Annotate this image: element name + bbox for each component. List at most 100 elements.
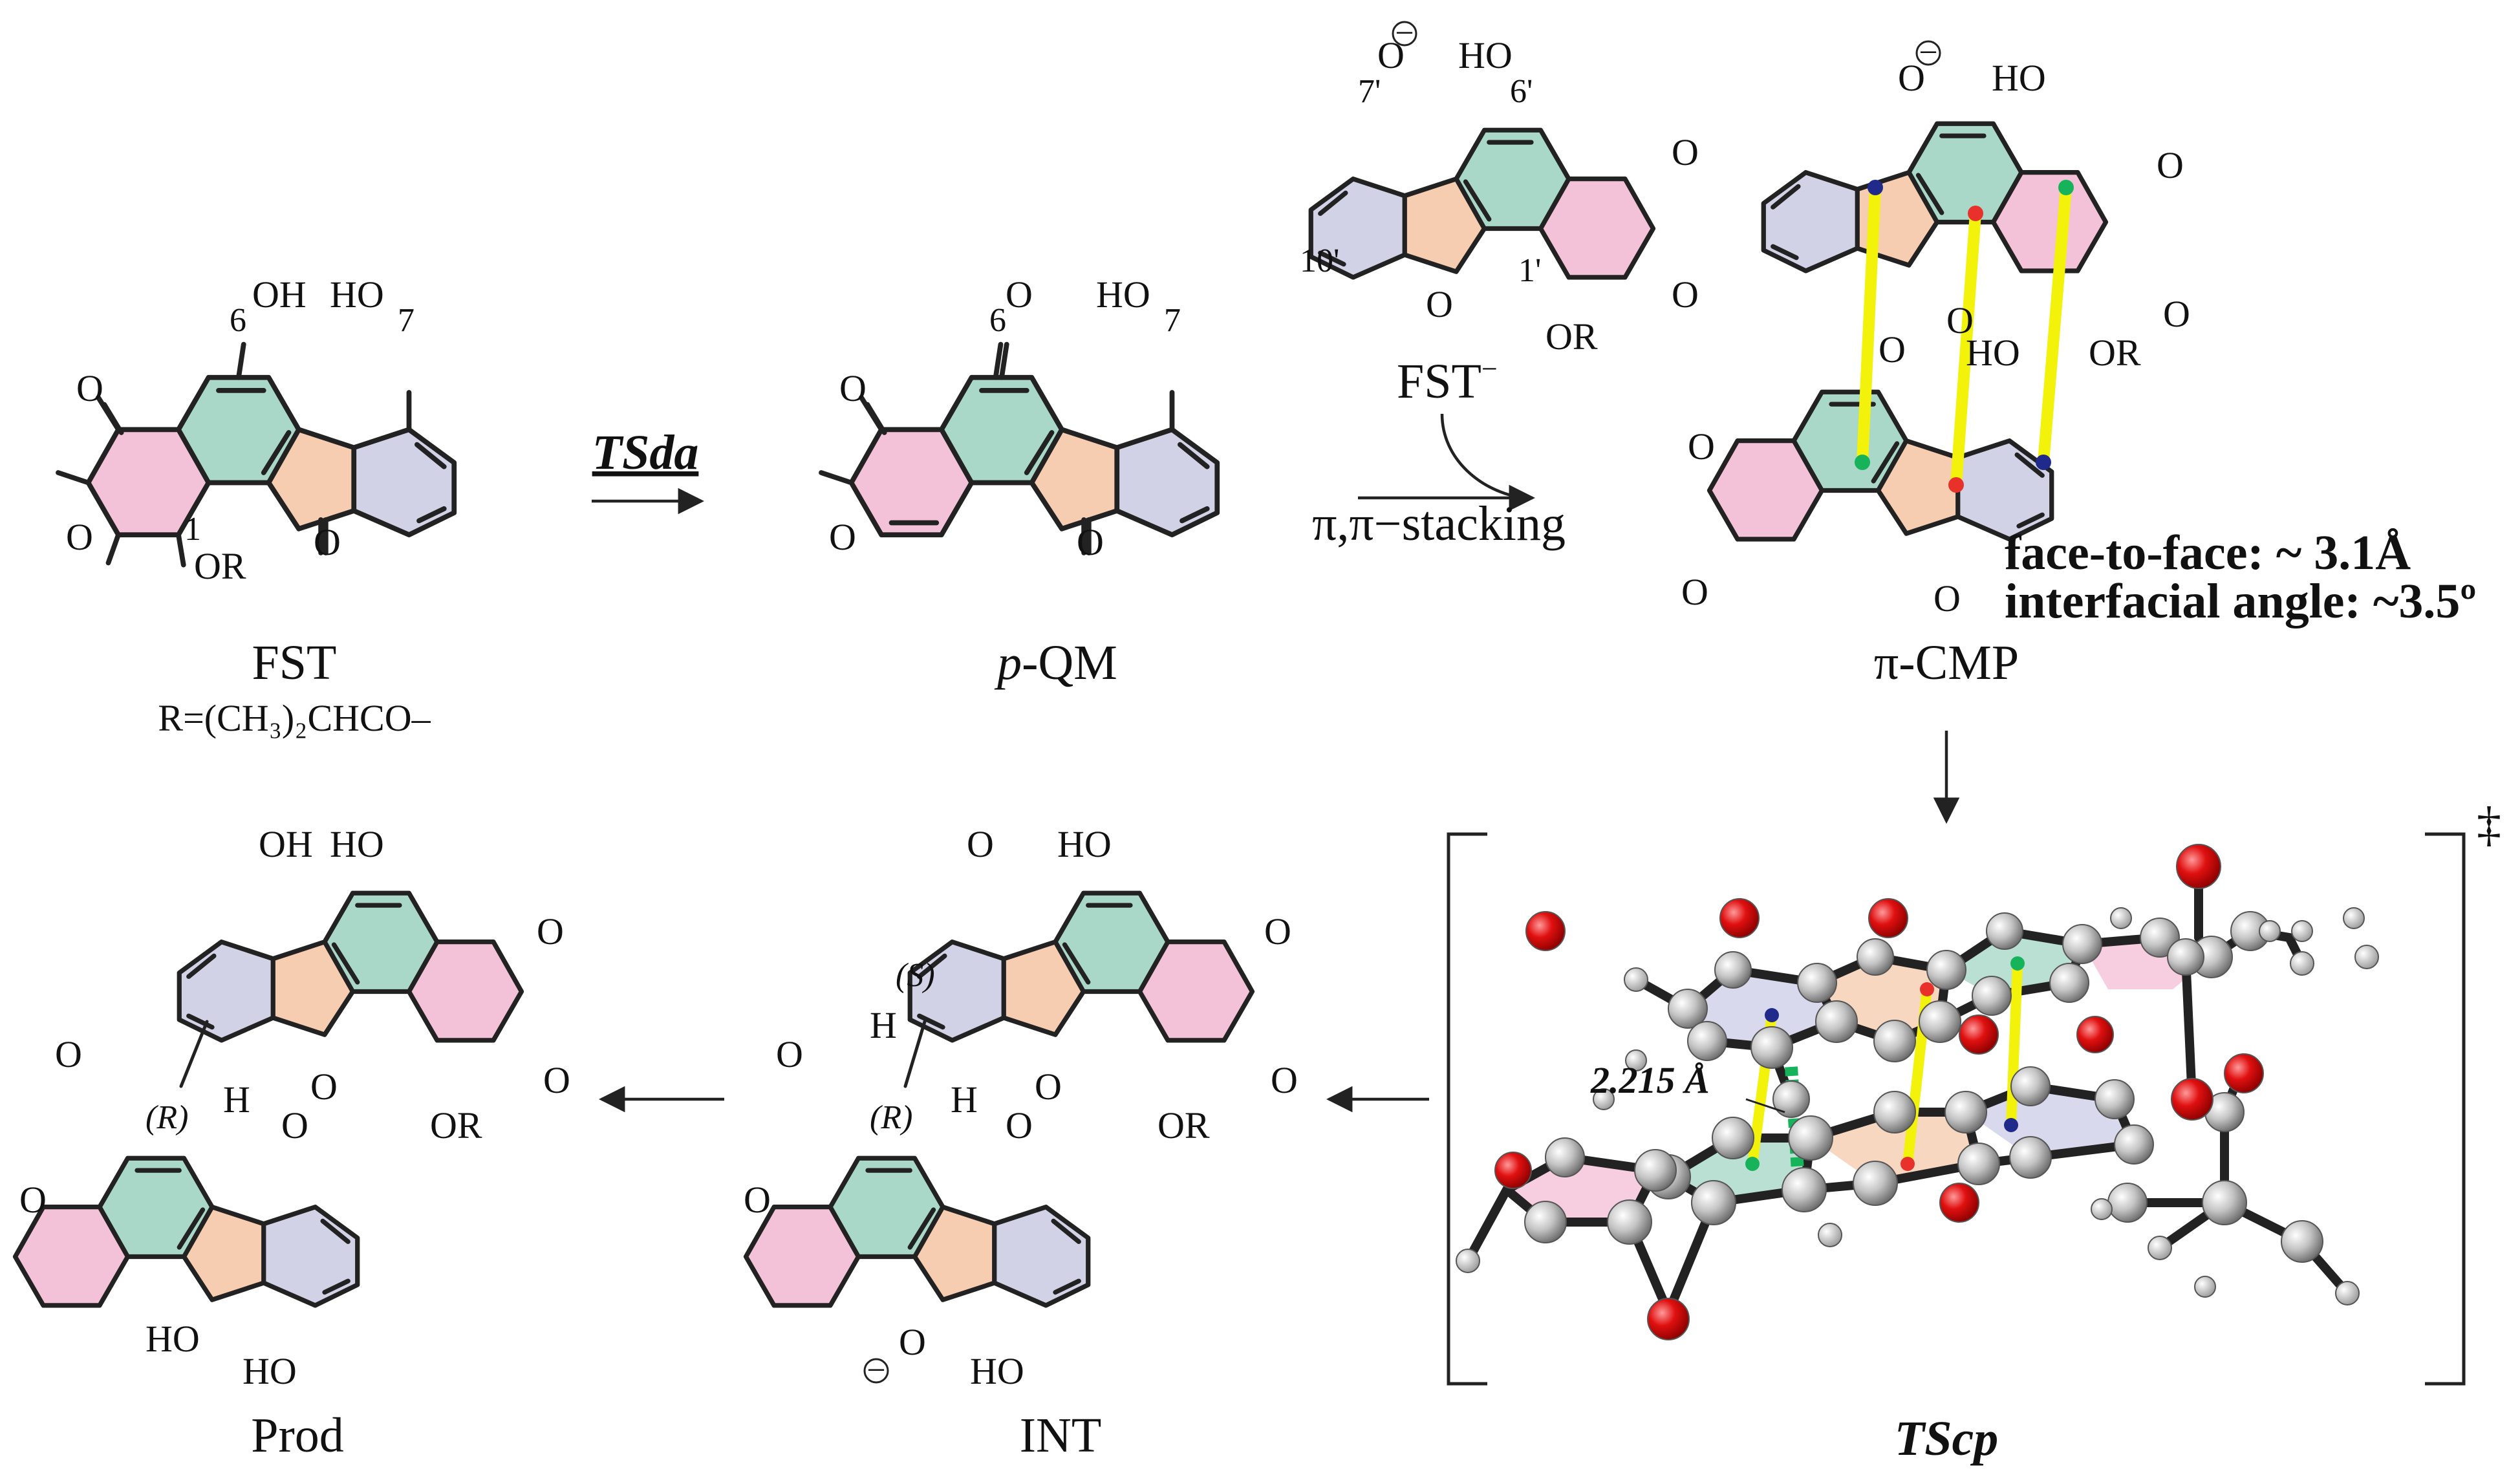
pi-cmp-label: π-CMP [1874,636,2019,690]
stacking-lines [1857,182,2072,491]
int-ho-top: HO [1057,823,1112,865]
pi-cmp-ho-top: HO [1992,57,2046,99]
int-epoxide-o-left: O [776,1033,803,1075]
fst-or-label: OR [194,545,246,587]
fst-anion-locant-10p: 10' [1300,242,1339,279]
pi-cmp-bottom-structure [1710,392,2052,539]
pi-cmp-top-ketone-o: O [2157,144,2184,186]
fst-anion-structure [1311,130,1653,277]
fst-epoxide-o: O [66,516,93,558]
int-or: OR [1158,1104,1210,1146]
int-ring-o-bottom: O [1006,1104,1033,1146]
prod-label: Prod [251,1408,344,1463]
fst-locant-7: 7 [398,302,415,339]
fst-anion-ketone-o: O [1672,131,1699,173]
prod-epoxide-o-left: O [55,1033,82,1075]
fst-ring-o: O [314,521,341,563]
int-stereo-s: (S) [896,957,935,994]
pqm-locant-6: 6 [989,302,1006,339]
prod-or: OR [430,1104,482,1146]
fst-structure [56,341,454,568]
fst-locant-6: 6 [230,302,246,339]
prod-ring-o-top: O [310,1066,338,1108]
int-linking-bond [903,1020,927,1088]
pi-cmp-bottom-ring-o: O [1879,328,1906,370]
pi-cmp-bottom-epoxide-o: O [1681,571,1708,613]
pqm-structure [819,341,1217,555]
prod-stereo-r: (R) [145,1099,188,1136]
fst-anion-label: FST− [1397,353,1498,409]
pqm-ketone-o6: O [1006,274,1033,316]
prod-epoxide-o-right: O [543,1059,570,1101]
fst-anion-locant-6p: 6' [1510,73,1533,110]
int-ring-o-top: O [1035,1066,1062,1108]
fst-anion-epoxide-o: O [1672,274,1699,316]
tscp-distance-leader [1745,1098,1785,1113]
prod-ring-o-bottom: O [281,1104,308,1146]
pi-cmp-top-ring-o: O [1946,299,1974,341]
fst-anion-ho: HO [1458,34,1513,76]
fst-locant-1: 1 [184,511,201,548]
pqm-label: p-QM [994,636,1117,690]
pi-cmp-top-structure [1763,124,2105,271]
pqm-locant-7: 7 [1164,302,1181,339]
prod-linking-bond [179,1020,209,1088]
tscp-label: TScp [1895,1412,1998,1466]
int-top-structure [910,893,1252,1040]
prod-ketone-o-right: O [537,910,564,952]
pqm-epoxide-o: O [829,516,856,558]
stacking-curved-arrow [1440,413,1524,500]
stacking-label: π,π−stacking [1312,497,1566,551]
int-label: INT [1020,1408,1102,1463]
pi-cmp-top-or: OR [2089,332,2141,374]
prod-bottom-structure [15,1158,357,1305]
prod-ho-top: HO [330,823,384,865]
fst-ho-label: HO [330,274,384,316]
fst-r-group: R=(CH₃)₂CHCO– [158,697,431,739]
prod-ketone-o-left: O [19,1179,47,1221]
pi-cmp-bottom-ketone-o2: O [1933,577,1961,619]
fst-anion-locant-7p: 7' [1358,73,1381,110]
fst-anion-charge-circle [1392,21,1417,47]
int-ho-bottom: HO [970,1350,1024,1392]
fst-anion-charge-sign: − [1395,15,1414,52]
pqm-ho-label: HO [1096,274,1150,316]
tscp-double-dagger: ‡ [2477,797,2501,852]
fst-anion-locant-1p: 1' [1518,252,1541,289]
int-charge-circle [863,1358,889,1384]
fst-ketone-o: O [76,367,103,409]
prod-h: H [223,1079,250,1121]
fst-anion-ring-o: O [1426,283,1453,325]
pqm-ketone-o: O [839,367,867,409]
pi-cmp-top-epoxide-o: O [2163,293,2190,335]
int-epoxide-o-right: O [1271,1059,1298,1101]
pqm-ring-o: O [1077,521,1104,563]
tsda-label: TSda [592,425,699,480]
int-h-top: H [870,1004,897,1046]
int-ketone-o-top: O [967,823,994,865]
tscp-model [1456,844,2379,1340]
fst-anion-o-minus: O [1377,34,1405,76]
fst-label: FST [252,636,337,690]
interfacial-angle-annotation: interfacial angle: ~3.5º [2005,574,2476,628]
prod-ho-left: HO [145,1318,200,1360]
pi-cmp-charge-sign: − [1919,34,1937,71]
fst-anion-or: OR [1545,316,1598,358]
pi-cmp-ho-bottom: HO [1966,332,2020,374]
int-bottom-structure [746,1158,1088,1305]
int-ketone-o-left: O [744,1179,771,1221]
pi-cmp-bottom-ketone-o: O [1688,425,1715,467]
tscp-distance-label: 2.215 Å [1590,1059,1710,1101]
prod-oh-top: OH [259,823,313,865]
prod-top-structure [179,893,521,1040]
tscp-brackets [1447,832,2466,1386]
int-ketone-o-right: O [1264,910,1291,952]
fst-oh-label: OH [252,274,307,316]
pi-cmp-o-minus: O [1898,57,1925,99]
int-h-bottom: H [951,1079,978,1121]
prod-ho-bottom: HO [242,1350,297,1392]
face-to-face-annotation: face-to-face: ~ 3.1Å [2005,526,2411,580]
int-stereo-r: (R) [870,1099,912,1136]
ring-centroids [1855,180,2074,493]
